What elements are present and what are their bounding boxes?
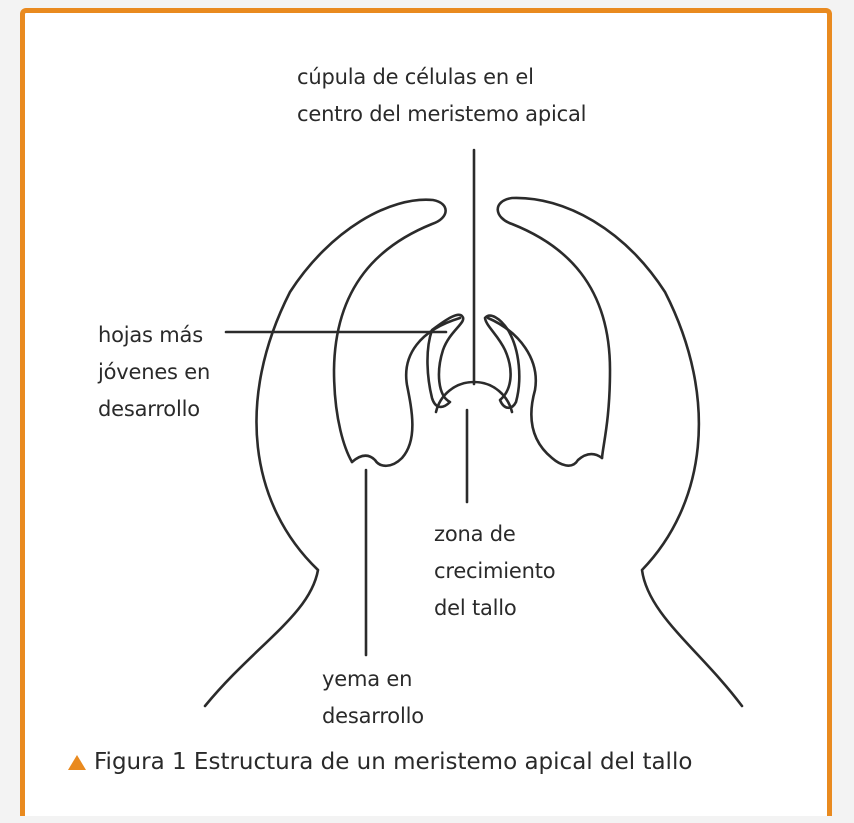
label-hojas-line1: hojas más	[98, 323, 203, 347]
label-zona-line3: del tallo	[434, 596, 517, 620]
figure-card	[20, 8, 832, 816]
label-yema-line2: desarrollo	[322, 704, 424, 728]
orange-triangle-icon	[68, 754, 86, 770]
label-yema-line1: yema en	[322, 667, 413, 691]
label-cupula: cúpula de células en el centro del meris…	[297, 59, 586, 133]
label-zona-line1: zona de	[434, 522, 516, 546]
label-hojas: hojas más jóvenes en desarrollo	[98, 317, 210, 428]
label-hojas-line2: jóvenes en	[98, 360, 211, 384]
figure-caption-text: Figura 1 Estructura de un meristemo apic…	[94, 749, 693, 775]
apical-dome	[434, 380, 514, 414]
label-yema: yema en desarrollo	[322, 661, 424, 735]
label-cupula-line2: centro del meristemo apical	[297, 102, 587, 126]
outer-stem-outline-right	[496, 196, 744, 708]
left-leaf-inner-edge	[350, 316, 462, 468]
right-leaf-inner-edge	[486, 316, 604, 467]
right-young-leaf	[483, 314, 521, 410]
left-young-leaf	[426, 313, 465, 409]
label-hojas-line3: desarrollo	[98, 397, 200, 421]
figure-caption: Figura 1 Estructura de un meristemo apic…	[68, 749, 692, 775]
label-cupula-line1: cúpula de células en el	[297, 65, 534, 89]
label-zona: zona de crecimiento del tallo	[434, 516, 556, 627]
label-zona-line2: crecimiento	[434, 559, 556, 583]
outer-stem-outline	[203, 198, 447, 708]
